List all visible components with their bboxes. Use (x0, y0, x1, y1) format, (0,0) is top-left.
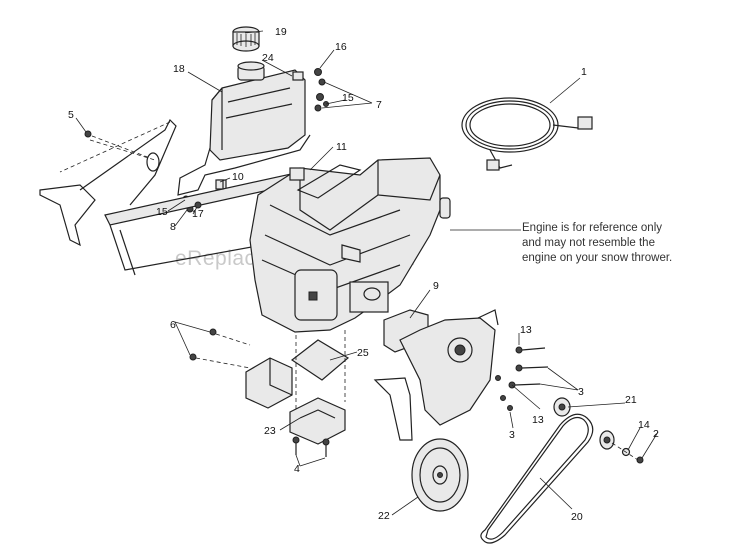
callout-25: 25 (357, 347, 369, 359)
tank-hardware-parts (292, 68, 329, 112)
engine-note-line-1: Engine is for reference only (522, 222, 662, 234)
callout-23: 23 (264, 425, 276, 437)
engine-note-line-3: engine on your snow thrower. (522, 252, 672, 264)
callout-5: 5 (68, 109, 74, 121)
engine-hardware-parts (194, 179, 224, 209)
fuel-cap-part (232, 26, 260, 52)
callout-15b: 15 (342, 92, 354, 104)
bolt-parts (84, 130, 217, 361)
drive-pulley-parts (553, 397, 644, 464)
callout-11: 11 (336, 141, 347, 153)
callout-2: 2 (653, 428, 659, 440)
callout-6: 6 (170, 319, 176, 331)
callout-14: 14 (638, 419, 650, 431)
callout-19: 19 (275, 26, 287, 38)
engine-note-line-2: and may not resemble the (522, 237, 655, 249)
callout-4: 4 (294, 463, 300, 475)
callout-13b: 13 (532, 414, 544, 426)
callout-3b: 3 (509, 429, 515, 441)
callout-3a: 3 (578, 386, 584, 398)
power-cord-part (461, 97, 593, 171)
v-belt-part (480, 413, 594, 544)
belt-cover-part (373, 309, 499, 441)
engine-part (249, 157, 451, 333)
pulley-bolts-parts (495, 346, 549, 411)
callout-13a: 13 (520, 324, 532, 336)
large-pulley-part (411, 438, 469, 512)
leader-lines (75, 30, 659, 516)
callout-9: 9 (433, 280, 439, 292)
callout-21: 21 (625, 394, 637, 406)
callout-1: 1 (581, 66, 587, 78)
fuel-tank-part (209, 61, 306, 161)
callout-labels: 1 2 3 3 4 5 6 7 8 9 10 11 13 13 14 15 15… (68, 26, 659, 523)
callout-20: 20 (571, 511, 583, 523)
callout-22: 22 (378, 510, 390, 522)
callout-8: 8 (170, 221, 176, 233)
callout-15a: 15 (156, 206, 168, 218)
callout-18: 18 (173, 63, 185, 75)
callout-10: 10 (232, 171, 244, 183)
callout-24: 24 (262, 52, 274, 64)
callout-16: 16 (335, 41, 347, 53)
callout-17: 17 (192, 208, 204, 220)
engine-reference-note: Engine is for reference only and may not… (522, 222, 672, 264)
callout-7: 7 (376, 99, 382, 111)
bracket-plate-parts (245, 339, 350, 457)
frame-handle-part (39, 118, 306, 276)
